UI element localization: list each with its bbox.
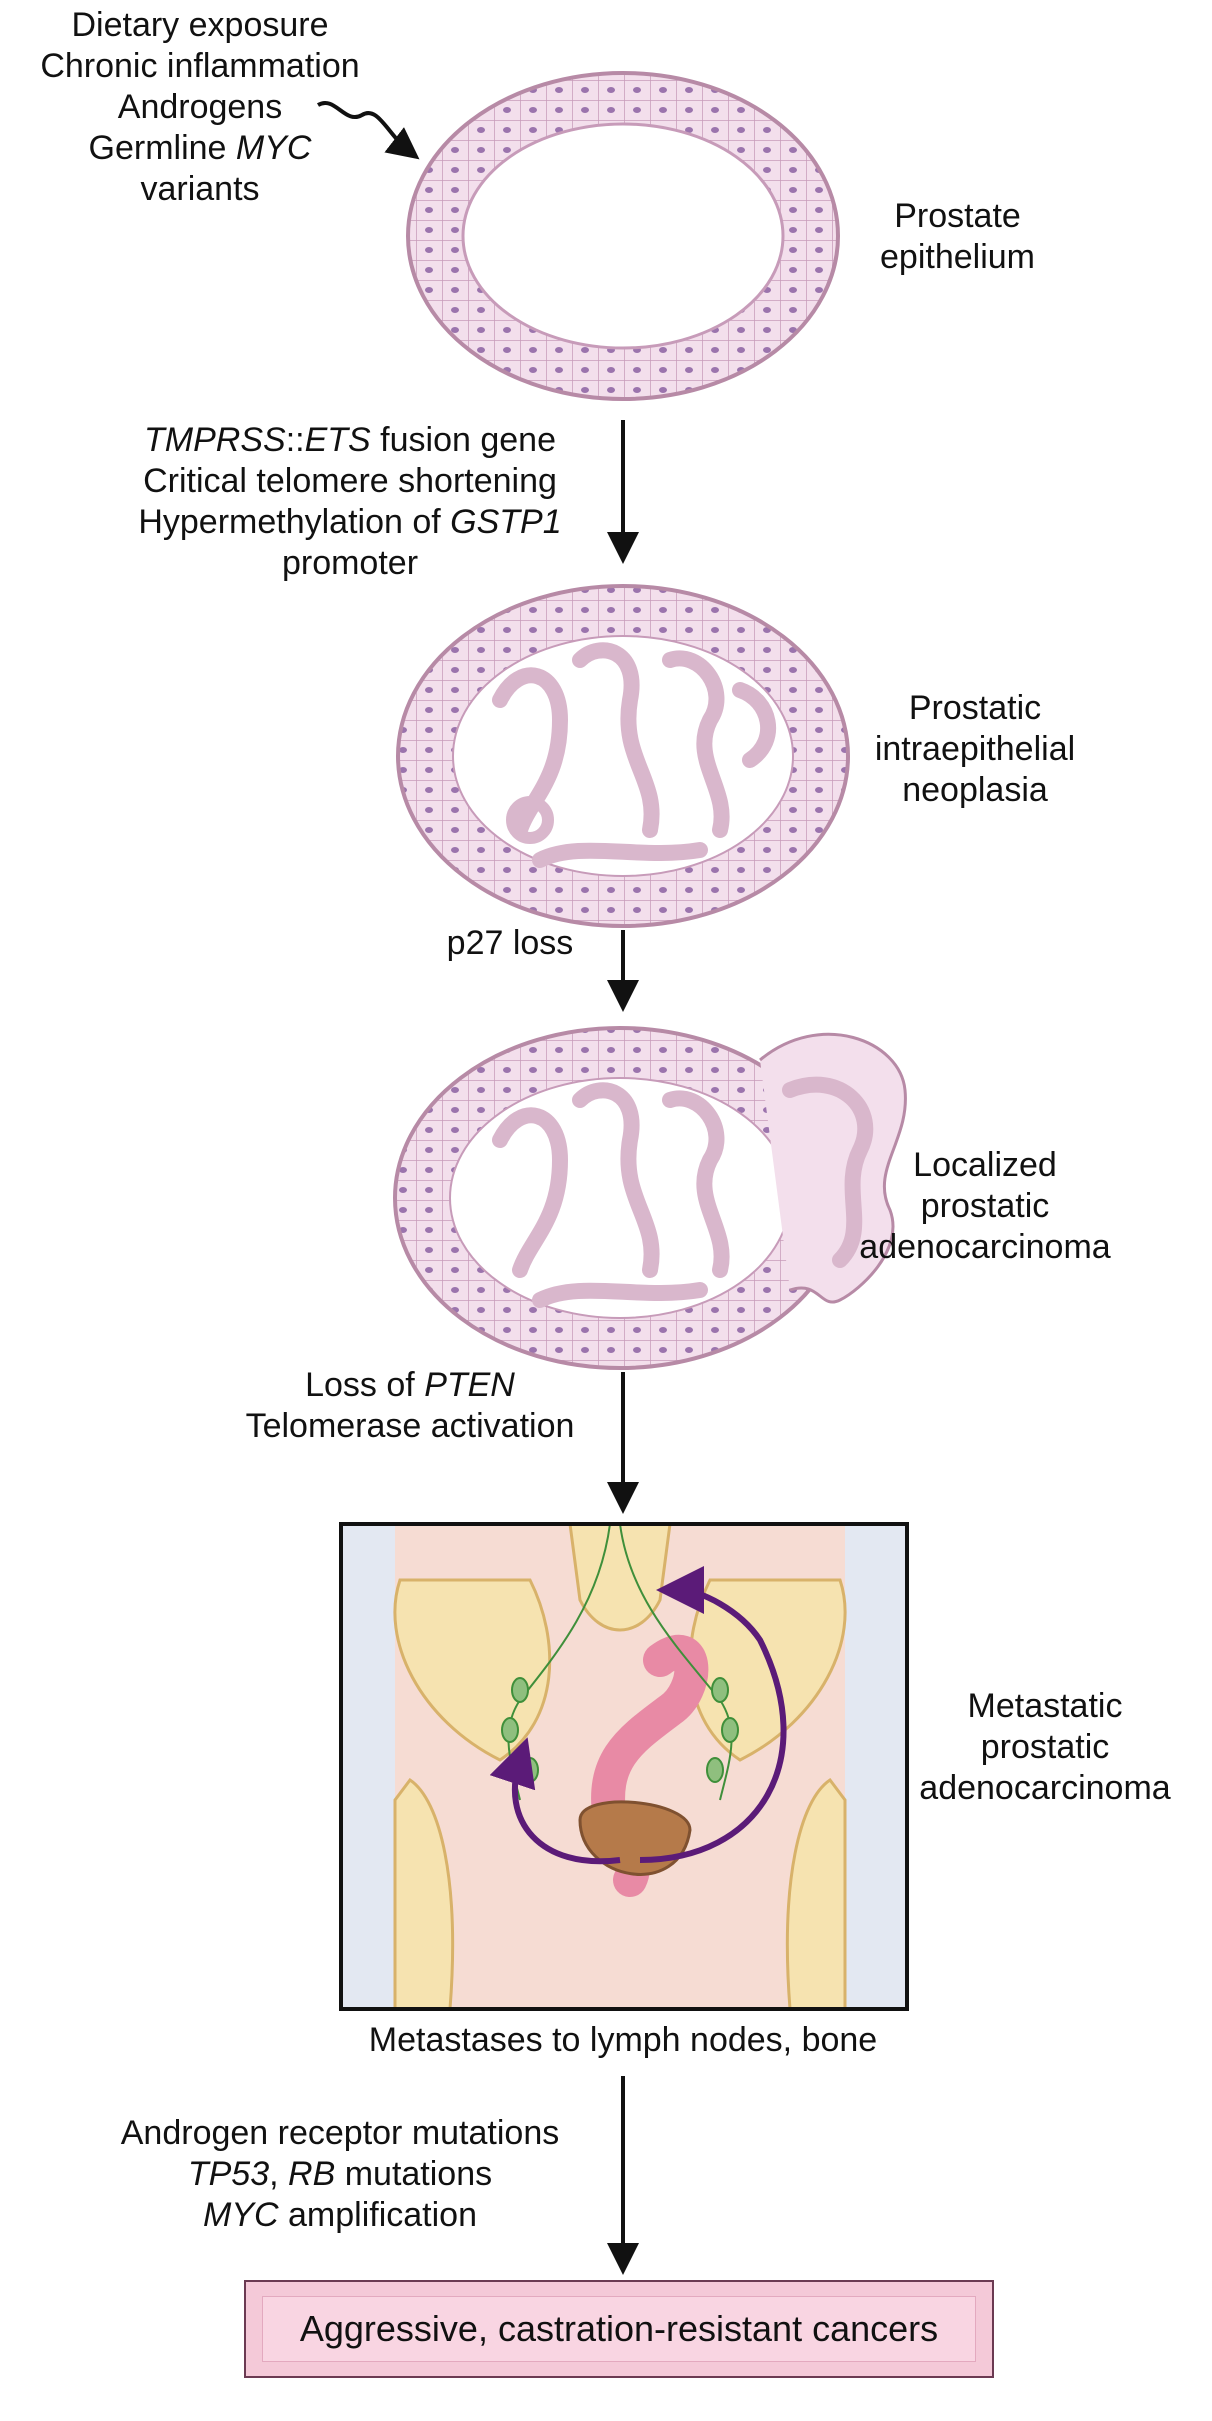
step4-text: Androgen receptor mutations TP53, RB mut… bbox=[90, 2113, 590, 2236]
final-outcome-box: Aggressive, castration-resistant cancers bbox=[244, 2280, 994, 2378]
step4-tp53-rb: TP53, RB mutations bbox=[187, 2155, 493, 2193]
metastasis-caption: Metastases to lymph nodes, bone bbox=[368, 2021, 878, 2059]
step3-pten: Loss of PTEN bbox=[305, 1366, 515, 1404]
final-outcome-inner: Aggressive, castration-resistant cancers bbox=[262, 2296, 976, 2362]
step3-telomerase: Telomerase activation bbox=[245, 1407, 575, 1445]
step3-text: Loss of PTEN Telomerase activation bbox=[220, 1365, 600, 1447]
factor-variants: variants bbox=[140, 170, 260, 208]
metastasis-panel bbox=[339, 1522, 909, 2011]
step2-text: p27 loss bbox=[446, 924, 574, 962]
step1-text: TMPRSS::ETS fusion gene Critical telomer… bbox=[110, 420, 590, 584]
pin-illustration bbox=[396, 584, 850, 928]
stage2-label: Prostatic intraepithelial neoplasia bbox=[874, 689, 1076, 809]
step4-ar-mutations: Androgen receptor mutations bbox=[120, 2114, 560, 2152]
step1-telomere: Critical telomere shortening bbox=[143, 462, 557, 500]
factor-androgens: Androgens bbox=[117, 88, 283, 126]
factors-arrow bbox=[316, 101, 420, 160]
factor-inflammation: Chronic inflammation bbox=[40, 47, 360, 85]
stage3-label: Localized prostatic adenocarcinoma bbox=[859, 1146, 1111, 1266]
prostate-epithelium-illustration bbox=[406, 71, 840, 401]
final-outcome-label: Aggressive, castration-resistant cancers bbox=[299, 2308, 939, 2349]
step1-promoter: promoter bbox=[281, 544, 419, 582]
step1-hypermethylation: Hypermethylation of GSTP1 bbox=[138, 503, 562, 541]
stage4-label: Metastatic prostatic adenocarcinoma bbox=[919, 1687, 1171, 1807]
factor-dietary: Dietary exposure bbox=[71, 6, 329, 44]
stage1-label: Prostate epithelium bbox=[880, 197, 1035, 276]
step1-fusion: TMPRSS::ETS fusion gene bbox=[144, 421, 556, 459]
factor-germline: Germline MYC bbox=[88, 129, 312, 167]
localized-adenocarcinoma-illustration bbox=[393, 1026, 907, 1370]
step4-myc: MYC amplification bbox=[203, 2196, 477, 2234]
factors-text: Dietary exposure Chronic inflammation An… bbox=[0, 5, 400, 210]
